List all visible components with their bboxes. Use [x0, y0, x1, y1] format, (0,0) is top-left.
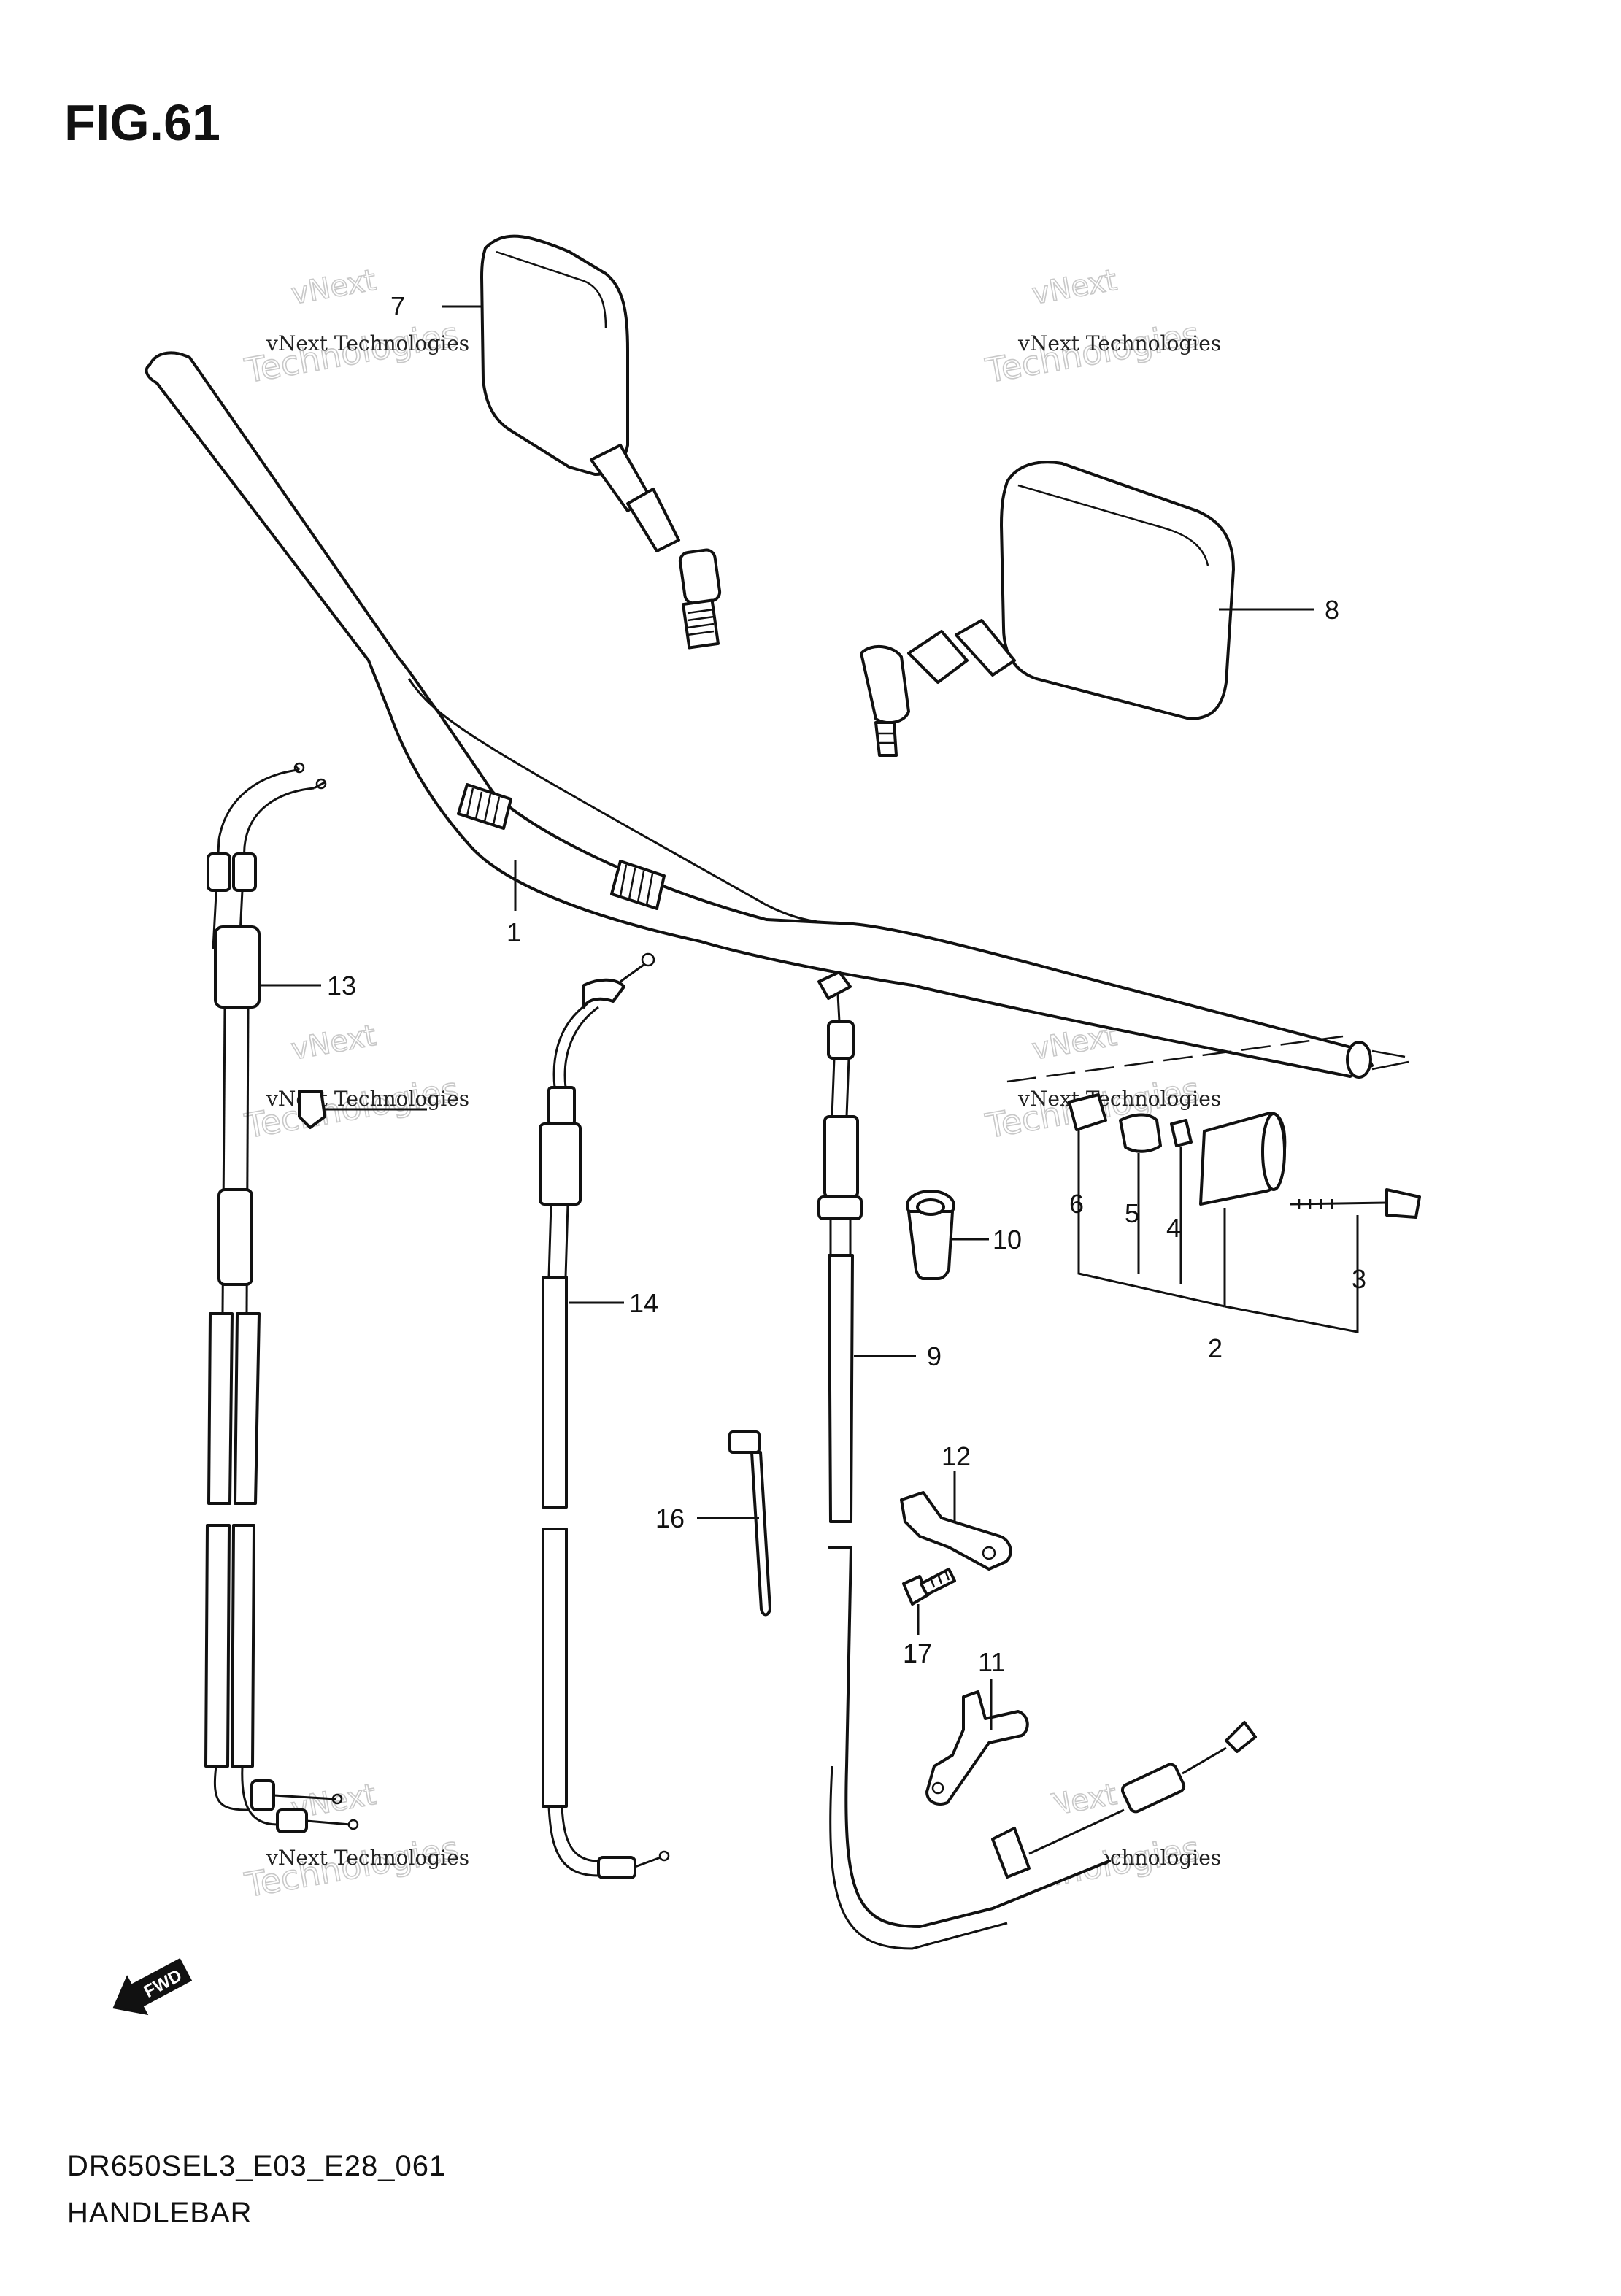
watermark-text: vNext Technologies [1017, 1087, 1221, 1111]
callout-13: 13 [327, 971, 356, 1001]
fwd-arrow-icon: FWD [112, 1958, 193, 2016]
watermark-vnext: vNext [289, 263, 379, 312]
callout-3: 3 [1352, 1264, 1366, 1294]
callout-10: 10 [993, 1225, 1022, 1255]
left-mirror-part [480, 234, 722, 650]
callout-4: 4 [1166, 1213, 1181, 1243]
diagram-code: DR650SEL3_E03_E28_061 [67, 2150, 447, 2182]
throttle-grip-ring [457, 783, 512, 830]
callout-6: 6 [1069, 1189, 1084, 1219]
bolt-part-17 [902, 1568, 956, 1606]
bar-end-weight-assembly [1068, 1093, 1421, 1219]
bracket-part-11 [925, 1690, 1029, 1806]
watermark-text: vNext Technologies [266, 1846, 469, 1870]
part-5 [1119, 1113, 1162, 1153]
watermark-vnext: vNext [289, 1019, 379, 1067]
bracket-part-12 [900, 1491, 1012, 1571]
watermark-text: vNext Technologies [266, 1087, 469, 1111]
callout-1: 1 [507, 917, 521, 947]
figure-title: FIG.61 [64, 94, 220, 151]
cable-part-14 [539, 952, 670, 1879]
watermark-text: vNext Technologies [1017, 331, 1221, 355]
callout-16: 16 [655, 1503, 685, 1533]
callout-5: 5 [1125, 1198, 1139, 1228]
part-6 [1068, 1093, 1107, 1131]
leader-line-6 [1077, 1130, 1225, 1308]
grip-ring [610, 860, 666, 910]
throttle-cable-part [204, 762, 359, 1833]
callout-2: 2 [1208, 1333, 1223, 1363]
callout-14: 14 [629, 1288, 658, 1318]
callout-9: 9 [927, 1341, 942, 1371]
handlebar-part [145, 351, 1409, 1083]
callout-8: 8 [1325, 595, 1339, 625]
callout-17: 17 [903, 1638, 932, 1668]
leader-line-3 [1224, 1215, 1359, 1333]
part-3-bolt [1385, 1188, 1421, 1219]
callout-7: 7 [390, 291, 405, 321]
right-mirror-part [860, 461, 1235, 757]
part-4 [1170, 1119, 1193, 1147]
watermark-text: vNext Technologies [266, 331, 469, 355]
diagram-name: HANDLEBAR [67, 2197, 253, 2229]
cable-tie-part [728, 1430, 771, 1617]
boot-part-10 [906, 1190, 955, 1280]
watermark-vnext: vNext [1030, 263, 1120, 312]
callout-11: 11 [978, 1647, 1005, 1677]
callout-12: 12 [942, 1441, 971, 1471]
